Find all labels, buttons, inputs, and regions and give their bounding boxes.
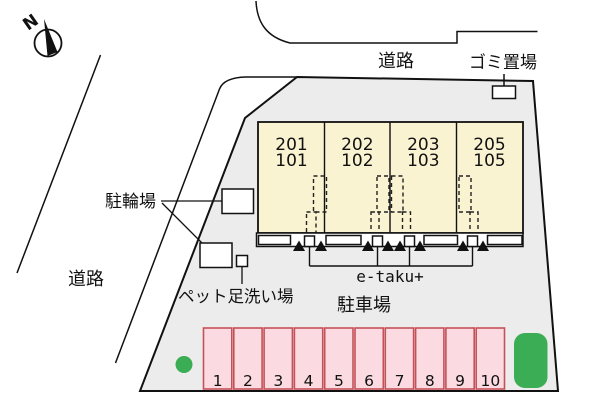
plant-triangle-icon (457, 240, 469, 251)
entry-channel (469, 211, 479, 235)
parking-stalls: 1 2 3 4 5 6 7 8 9 10 (202, 327, 506, 390)
road-edge-far-left (16, 54, 102, 274)
delivery-box-icon (303, 235, 316, 248)
plant-triangle-icon (394, 240, 406, 251)
bicycle-parking-label: 駐輪場 (105, 192, 156, 212)
parking-stall-9 (445, 327, 475, 390)
road-edge-top (255, 0, 538, 44)
unit-number-205: 205 (473, 135, 505, 155)
parking-stall-6 (354, 327, 385, 390)
parking-stall-number: 7 (395, 372, 405, 390)
parking-stall-number: 10 (481, 372, 501, 390)
garbage-box (491, 85, 517, 100)
entry-channel (401, 211, 412, 235)
porch (423, 234, 459, 246)
entry-plants (293, 240, 489, 251)
entry-channel (370, 211, 380, 235)
parking-stall-10 (475, 327, 506, 390)
delivery-box-icon (466, 235, 479, 248)
plant-triangle-icon (477, 240, 489, 251)
compass-north-label: N (19, 11, 42, 36)
road-label-top: 道路 (378, 51, 414, 72)
porch (486, 234, 523, 246)
parking-stall-number: 4 (304, 372, 314, 390)
delivery-box-icon (371, 235, 384, 248)
plant-triangle-icon (362, 240, 374, 251)
parking-stall-number: 2 (243, 372, 253, 390)
plant-triangle-icon (293, 240, 305, 251)
entrance-path-dashes (305, 175, 479, 235)
unit-number-101: 101 (275, 151, 307, 171)
parking-stall-number: 1 (213, 372, 223, 390)
parking-stall-8 (414, 327, 445, 390)
tree-icon (175, 356, 193, 373)
delivery-label: e-taku+ (356, 267, 423, 286)
unit-number-102: 102 (341, 151, 373, 171)
parking-stall-2 (233, 327, 263, 390)
road-label-left: 道路 (68, 269, 104, 290)
parking-label: 駐車場 (337, 295, 391, 316)
parking-stall-1 (202, 327, 233, 390)
porch (325, 234, 362, 246)
stair-outline (458, 175, 472, 213)
pet-wash-box (235, 254, 249, 268)
parking-stall-number: 8 (425, 372, 435, 390)
plant-triangle-icon (315, 240, 327, 251)
parking-stall-4 (293, 327, 324, 390)
parking-stall-number: 6 (364, 372, 374, 390)
unit-number-202: 202 (341, 135, 373, 155)
unit-number-103: 103 (407, 151, 439, 171)
parking-stall-3 (263, 327, 294, 390)
compass-needle-icon (44, 19, 58, 56)
unit-number-203: 203 (407, 135, 439, 155)
delivery-box-icon (403, 235, 416, 248)
unit-number-201: 201 (275, 135, 307, 155)
stair-outline (312, 175, 328, 213)
porch (257, 234, 292, 246)
plant-triangle-icon (414, 240, 426, 251)
parking-stall-number: 3 (273, 372, 283, 390)
unit-number-105: 105 (473, 151, 505, 171)
plant-triangle-icon (382, 240, 394, 251)
parking-stall-number: 5 (334, 372, 344, 390)
bicycle-parking-box (221, 188, 255, 215)
shrub-bed (514, 333, 548, 388)
road-edge-near-left (114, 76, 297, 364)
bicycle-parking-box (199, 242, 233, 269)
stair-outline (376, 175, 390, 213)
parking-stall-5 (323, 327, 354, 390)
garbage-label: ゴミ置場 (469, 52, 537, 73)
delivery-bracket (308, 246, 474, 267)
pet-wash-label: ペット足洗い場 (178, 287, 294, 306)
stair-outline (390, 175, 404, 213)
parking-stall-7 (384, 327, 415, 390)
parking-stall-number: 9 (455, 372, 465, 390)
compass: N (19, 11, 63, 58)
